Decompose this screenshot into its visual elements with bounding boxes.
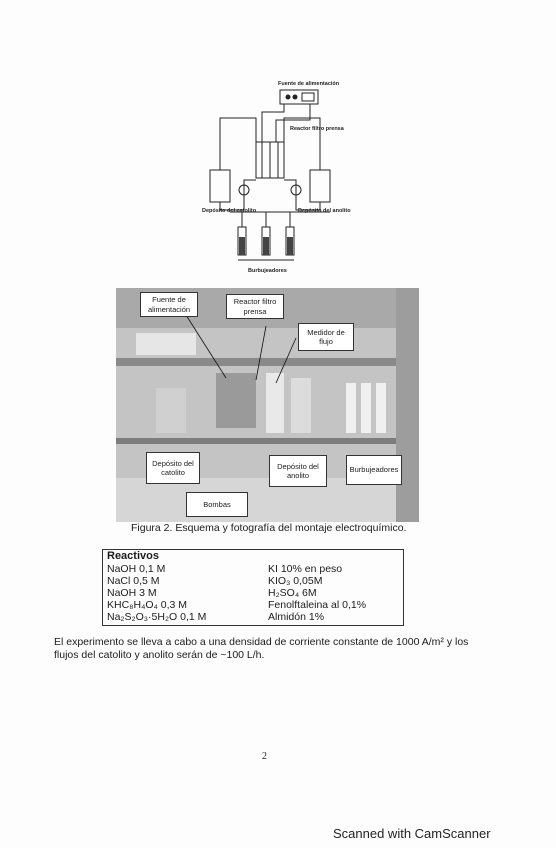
reagents-table: Reactivos NaOH 0,1 M NaCl 0,5 M NaOH 3 M… [102, 549, 404, 626]
power-supply-box [279, 89, 319, 105]
schematic-bubblers-label: Burbujeadores [248, 268, 287, 274]
schematic-reactor-label: Reactor filtro prensa [290, 126, 345, 132]
reagents-right-column: KI 10% en peso KIO₃ 0,05M H₂SO₄ 6M Fenol… [268, 563, 366, 623]
anolyte-tank [309, 169, 331, 203]
schematic-anolyte-label: Depósito del anolito [298, 208, 351, 214]
reagent-item: NaOH 0,1 M [107, 563, 166, 575]
reagent-item: KI 10% en peso [268, 563, 343, 575]
schematic-drawing: Fuente de alimentación Reactor filtro pr… [202, 81, 351, 274]
callout-reactor: Reactor filtro prensa [226, 294, 284, 319]
callout-catholyte-tank: Depósito del catolito [146, 452, 200, 484]
pump-left [238, 184, 250, 196]
experiment-paragraph: El experimento se lleva a cabo a una den… [54, 636, 469, 661]
reagent-item: KIO₃ 0,05M [268, 575, 323, 587]
callout-power-supply: Fuente de alimentación [140, 292, 198, 317]
callout-bubblers: Burbujeadores [346, 455, 402, 485]
reagents-header: Reactivos [107, 550, 159, 562]
reagent-item: NaOH 3 M [107, 587, 157, 599]
reagent-item: Almidón 1% [268, 611, 325, 623]
callout-anolyte-tank: Depósito del anolito [269, 455, 327, 487]
reagents-left-column: NaOH 0,1 M NaCl 0,5 M NaOH 3 M KHC₈H₄O₄ … [107, 563, 206, 623]
reagent-item: KHC₈H₄O₄ 0,3 M [107, 599, 188, 611]
setup-photo-image [116, 288, 419, 522]
figure-caption: Figura 2. Esquema y fotografía del monta… [131, 522, 407, 534]
schematic-catholyte-label: Depósito del catolito [202, 208, 257, 214]
reagent-item: H₂SO₄ 6M [268, 587, 317, 599]
callout-pumps: Bombas [186, 492, 248, 517]
callout-flow-meter: Medidor de flujo [298, 323, 354, 351]
schematic-power-label: Fuente de alimentación [278, 81, 340, 87]
reagent-item: NaCl 0,5 M [107, 575, 160, 587]
pump-right [290, 184, 302, 196]
catholyte-tank [209, 169, 231, 203]
scanner-watermark: Scanned with CamScanner [333, 826, 491, 841]
reagent-item: Fenolftaleina al 0,1% [268, 599, 367, 611]
electrochemical-schematic: Fuente de alimentación Reactor filtro pr… [200, 72, 360, 277]
page-number: 2 [262, 751, 267, 762]
setup-photo: Fuente de alimentación Reactor filtro pr… [116, 288, 419, 522]
reagent-item: Na₂S₂O₃·5H₂O 0,1 M [107, 611, 207, 623]
